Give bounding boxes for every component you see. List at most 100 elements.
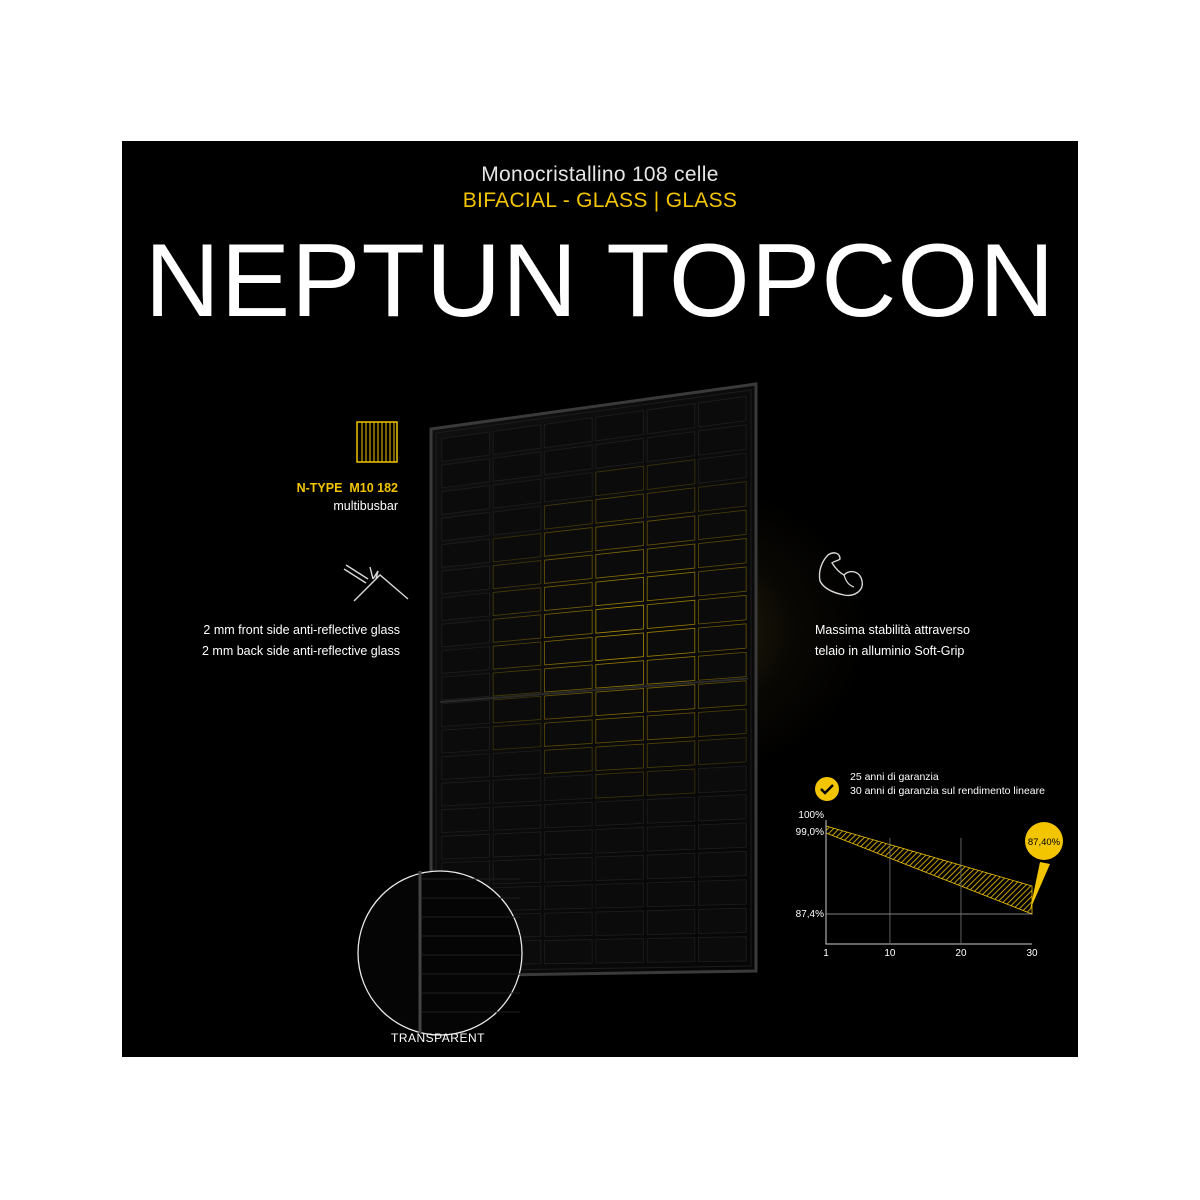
panel-cell <box>646 656 696 685</box>
panel-cell <box>492 587 542 616</box>
panel-cell <box>492 560 542 590</box>
panel-cell <box>544 719 593 747</box>
panel-cell <box>492 695 542 724</box>
panel-cell <box>492 532 542 563</box>
panel-cell <box>646 684 696 713</box>
panel-cell <box>492 505 542 536</box>
panel-cell-grid <box>439 395 749 966</box>
panel-cell <box>441 512 490 542</box>
zoom-cell-detail <box>418 871 520 1033</box>
panel-cell <box>492 424 542 455</box>
panel-cell <box>646 712 696 741</box>
panel-cell <box>646 402 696 435</box>
cell-tech-label: multibusbar <box>333 499 398 513</box>
panel-cell <box>646 599 696 630</box>
warranty-text: 25 anni di garanzia 30 anni di garanzia … <box>850 770 1078 798</box>
glass-feature-text: 2 mm front side anti-reflective glass 2 … <box>142 620 400 662</box>
glass-reflection-icon <box>343 564 409 602</box>
warranty-product-label: 25 anni di garanzia <box>850 771 939 783</box>
panel-junction-line <box>439 677 749 703</box>
panel-cell <box>441 619 490 648</box>
panel-cell <box>698 623 747 653</box>
panel-cell <box>646 627 696 657</box>
panel-cell <box>646 768 696 796</box>
panel-cell <box>646 852 696 880</box>
panel-cell <box>698 794 747 822</box>
panel-cell <box>698 680 747 709</box>
panel-cell <box>698 651 747 681</box>
panel-cell <box>492 668 542 697</box>
panel-cell <box>492 831 542 858</box>
frame-softgrip-label: telaio in alluminio Soft-Grip <box>815 644 965 658</box>
callout-pointer <box>1030 862 1050 910</box>
panel-cell <box>544 829 593 856</box>
panel-cell <box>698 538 747 569</box>
panel-cell <box>698 765 747 794</box>
panel-cell <box>595 715 644 744</box>
panel-cell <box>544 499 593 530</box>
panel-cell <box>595 493 644 524</box>
panel-cell <box>595 938 644 964</box>
callout-badge <box>1025 822 1063 860</box>
checkmark-badge-icon <box>815 777 839 801</box>
panel-cell <box>698 907 747 934</box>
panel-cell <box>544 884 593 910</box>
subtitle-bifacial: BIFACIAL - GLASS | GLASS <box>462 189 738 212</box>
panel-cell <box>544 527 593 557</box>
panel-cell <box>595 688 644 717</box>
panel-cell <box>595 743 644 772</box>
panel-cell <box>595 604 644 634</box>
panel-cell <box>595 465 644 497</box>
subtitle-cells: Monocristallino 108 celle <box>481 163 719 186</box>
panel-cell <box>595 799 644 826</box>
panel-cell <box>441 753 490 780</box>
panel-cell <box>492 722 542 751</box>
panel-cell <box>698 850 747 878</box>
panel-cell <box>698 936 747 963</box>
panel-cell <box>544 637 593 666</box>
panel-cell <box>441 458 490 489</box>
panel-cell <box>492 478 542 509</box>
panel-cell <box>544 554 593 584</box>
panel-cell <box>492 451 542 482</box>
panel-cell <box>646 880 696 908</box>
panel-cell <box>595 660 644 689</box>
panel-cell <box>492 777 542 804</box>
chart-axes <box>825 820 1032 945</box>
panel-cell <box>646 543 696 574</box>
panel-cell <box>646 515 696 546</box>
frame-stability-label: Massima stabilità attraverso <box>815 623 970 637</box>
panel-cell <box>544 472 593 503</box>
panel-cell <box>698 879 747 906</box>
cell-grid-icon <box>356 421 398 463</box>
panel-cell <box>441 431 490 462</box>
glass-back-label: 2 mm back side anti-reflective glass <box>202 644 400 658</box>
chart-y-tick-label: 87,4% <box>796 909 824 920</box>
panel-cell <box>544 609 593 639</box>
panel-cell <box>646 740 696 769</box>
panel-cell <box>441 538 490 568</box>
panel-cell <box>698 481 747 512</box>
panel-cell <box>698 395 747 428</box>
panel-cell <box>646 937 696 963</box>
panel-cell <box>492 804 542 831</box>
panel-cell <box>441 780 490 807</box>
panel-cell <box>595 854 644 881</box>
panel-cell <box>441 646 490 674</box>
product-banner: Monocristallino 108 celle BIFACIAL - GLA… <box>122 141 1078 1057</box>
panel-cell <box>544 856 593 883</box>
glass-front-label: 2 mm front side anti-reflective glass <box>203 623 400 637</box>
panel-cell <box>492 614 542 643</box>
panel-cell <box>441 485 490 515</box>
panel-cell <box>441 565 490 595</box>
panel-cell <box>441 833 490 860</box>
product-title: NEPTUN TOPCON <box>144 223 1056 339</box>
panel-cell <box>698 708 747 737</box>
panel-cell <box>492 750 542 777</box>
panel-cell <box>544 444 593 476</box>
panel-cell <box>544 801 593 829</box>
panel-cell <box>698 452 747 484</box>
panel-cell <box>492 641 542 670</box>
callout-label: 87,40% <box>1028 837 1061 848</box>
